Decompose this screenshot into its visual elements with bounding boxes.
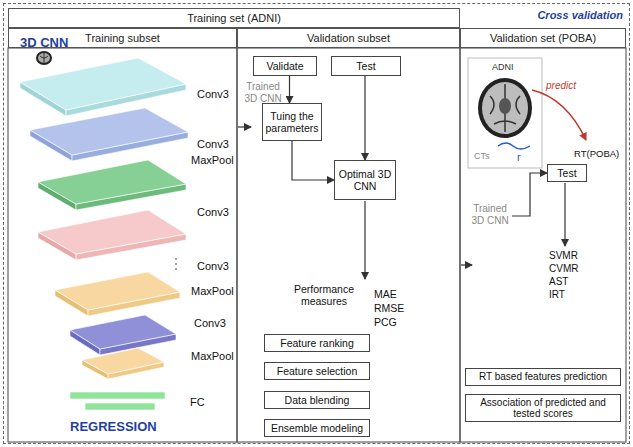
layer-name: Conv3 [197,138,229,151]
process-box: Ensemble modeling [264,419,370,437]
arrow-label: predict [546,80,576,92]
box-text: Tuing the parameters [265,110,318,134]
box-text: Ensemble modeling [271,422,363,434]
process-box: Validate [253,56,317,76]
layer-name: Conv3 [197,260,229,273]
layer-name: Conv3 [197,88,229,101]
box-text: Test [356,60,375,72]
note-text: Trained 3D CNN [242,81,284,104]
box-text: Data blending [285,394,350,406]
box-text: Optimal 3D CNN [338,168,392,192]
image-label: ADNI [492,62,514,72]
flow-connector [292,141,334,180]
layer-name: MaxPool [191,154,234,167]
model-title: 3D CNN [20,36,68,51]
process-box: Test [331,56,401,76]
flow-connector [364,76,365,160]
process-box: Tuing the parameters [262,103,322,141]
header-band: Training set (ADNI) [8,8,460,28]
box-text: Validation set (POBA) [490,32,596,45]
predict-arrow [532,90,586,140]
ellipsis-dots [175,258,177,270]
box-text: Validate [266,60,303,72]
box-text: Training subset [85,32,160,45]
metric-name: CVMR [549,263,578,275]
metric-name: IRT [549,289,565,301]
image-label: RT(POBA) [574,149,619,160]
cross-validation-frame: Cross validation Training set (ADNI) Train… [3,3,630,444]
flow-arrow [364,201,365,279]
layer-name: FC [190,396,205,409]
process-box: Association of predicted and tested scor… [465,394,621,422]
flow-arrow [564,183,565,246]
process-box: RT based features prediction [465,368,621,386]
flow-arrow [238,126,251,127]
cnn-layer-stack [20,58,188,410]
process-box: Test [547,164,587,182]
box-text: Association of predicted and tested scor… [469,397,617,420]
box-text: Feature selection [277,365,358,377]
box-text: Test [557,167,576,179]
flow-arrow [512,173,547,216]
image-label: CTs [474,151,490,161]
layer-name: Conv3 [194,317,226,330]
metric-name: MAE [374,288,397,300]
note-text: Trained 3D CNN [469,203,511,226]
process-box: Feature ranking [264,334,370,352]
header-band: Validation subset [237,28,460,48]
panel [237,48,460,442]
flow-connector [289,76,290,103]
process-box: Data blending [264,391,370,409]
layer-name: MaxPool [191,285,234,298]
metric-name: AST [549,276,568,288]
box-text: RT based features prediction [479,371,607,383]
box-text: Validation subset [307,32,390,45]
panel [8,48,237,442]
flow-arrow [461,264,472,265]
metric-name: PCG [374,316,397,328]
panel [460,48,626,442]
symbol-label: r [517,151,521,164]
header-band: Validation set (POBA) [460,28,626,48]
layer-name: Conv3 [197,206,229,219]
brain-icon [36,51,52,65]
process-box: Optimal 3D CNN [334,160,396,200]
brain-image [478,78,532,138]
metric-name: SVMR [549,250,578,262]
note-text: Performance measures [288,283,360,307]
image-frame [468,58,542,168]
box-text: Training set (ADNI) [187,12,281,25]
process-box: Feature selection [264,362,370,380]
box-text: Feature ranking [280,337,354,349]
frame-title: Cross validation [537,9,623,22]
metric-name: RMSE [374,302,404,314]
wave-symbol [498,143,530,149]
layer-name: MaxPool [191,350,234,363]
model-output: REGRESSION [70,420,157,435]
